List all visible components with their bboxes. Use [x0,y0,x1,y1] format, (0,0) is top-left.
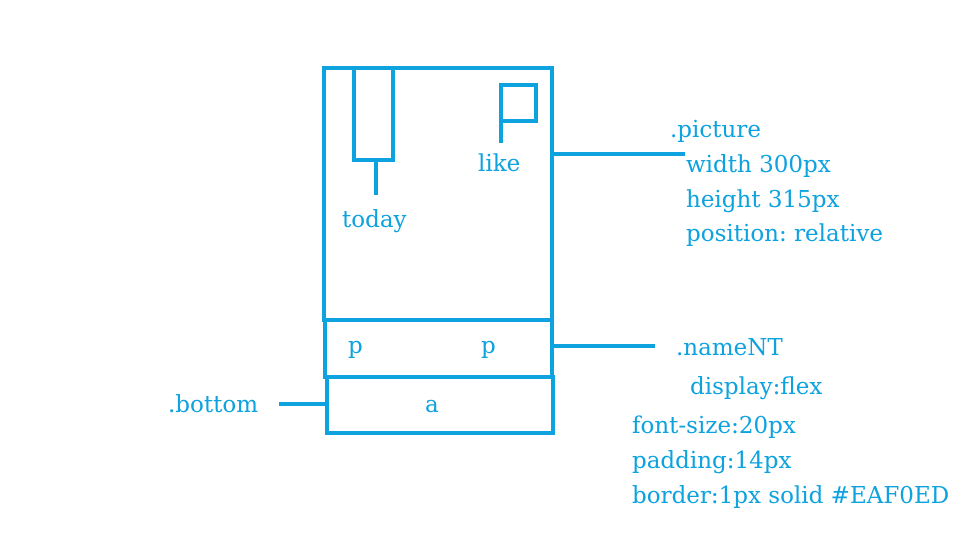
picture-width-note: width 300px [686,152,831,178]
bottom-box [325,375,555,435]
today-tag-box [352,66,395,162]
name-border-note: border:1px solid #EAF0ED [632,483,949,509]
name-right-p: p [481,333,496,359]
like-label: like [478,151,520,177]
name-left-p: p [348,333,363,359]
picture-box [322,66,554,322]
picture-selector-label: .picture [670,117,761,143]
bottom-selector-label: .bottom [168,392,258,418]
picture-position-note: position: relative [686,221,883,247]
name-display-note: display:flex [690,374,822,400]
picture-height-note: height 315px [686,187,839,213]
bottom-link-a: a [425,392,439,418]
name-selector-label: .nameNT [676,335,783,361]
like-flag-box [499,83,538,123]
name-font-size-note: font-size:20px [632,413,796,439]
today-label: today [342,207,407,233]
name-padding-note: padding:14px [632,448,792,474]
